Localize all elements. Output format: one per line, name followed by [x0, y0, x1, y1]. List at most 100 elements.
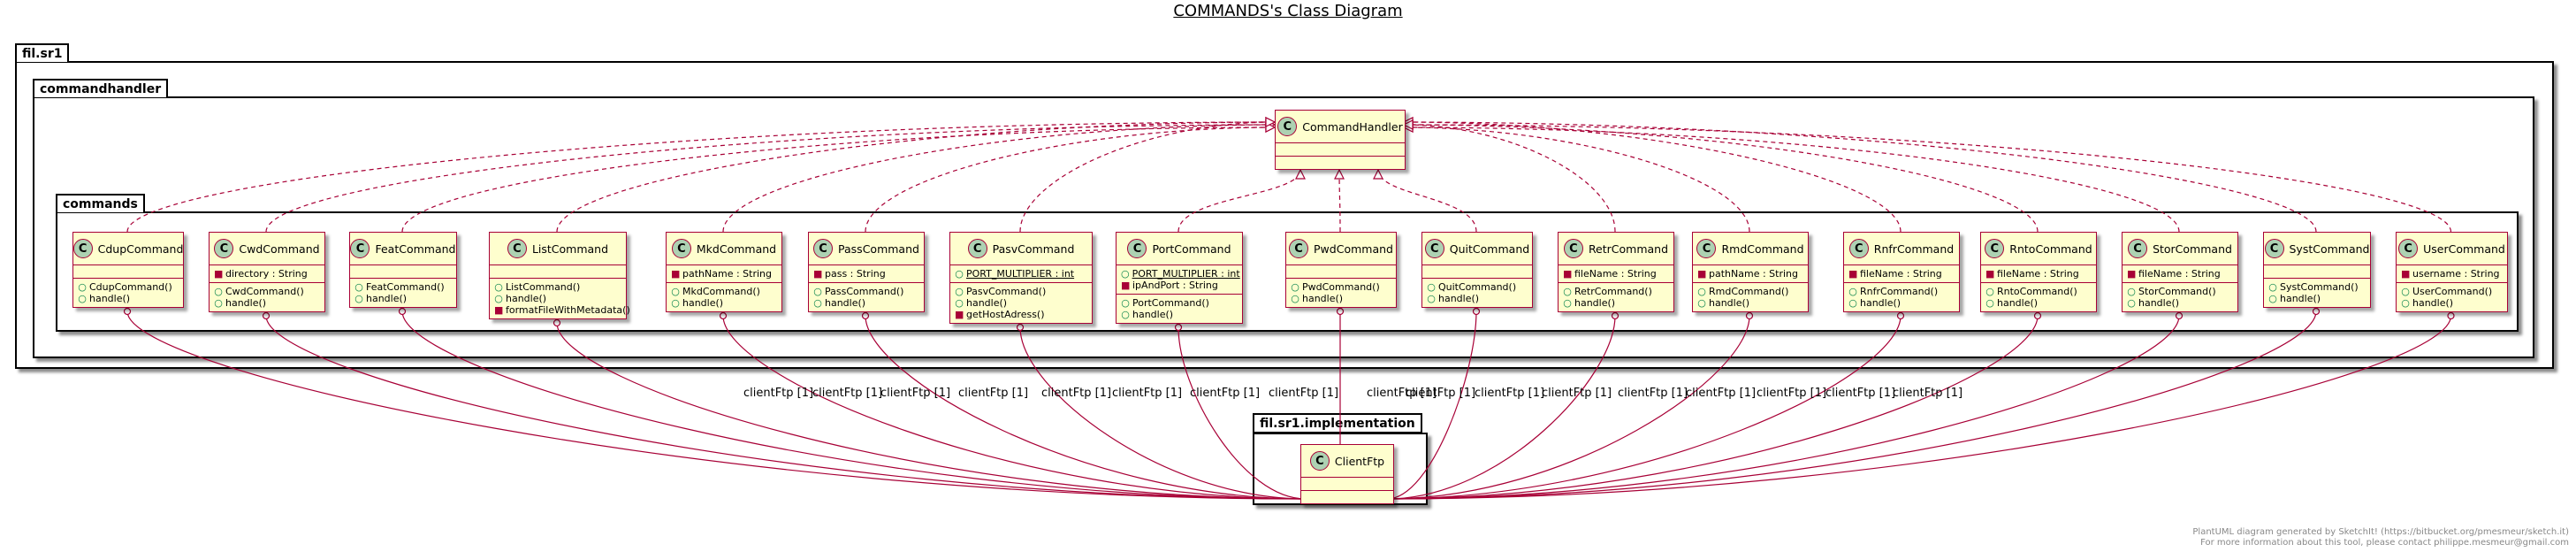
footer-credits: PlantUML diagram generated by SketchIt! … — [2192, 527, 2569, 548]
class-method-text: PasvCommand() — [966, 286, 1047, 297]
association-label: clientFtp [1] — [812, 387, 883, 400]
class-methods: ○RetrCommand()○handle() — [1559, 283, 1673, 311]
class-method: ○FeatCommand() — [354, 281, 452, 293]
realization-edge — [265, 125, 1275, 233]
package-implementation-tab: fil.sr1.implementation — [1253, 413, 1422, 433]
class-method: ○handle() — [494, 293, 621, 304]
class-badge-icon: C — [671, 239, 691, 258]
public-visibility-icon: ○ — [1563, 286, 1572, 297]
public-visibility-icon: ○ — [1291, 281, 1299, 293]
class-badge-icon: C — [1309, 451, 1330, 471]
class-method-text: handle() — [1709, 297, 1750, 309]
class-badge-icon: C — [507, 239, 527, 258]
class-methods: ○FeatCommand()○handle() — [350, 279, 456, 307]
association-edge — [1177, 326, 1307, 500]
class-name: CommandHandler — [1302, 119, 1403, 134]
public-visibility-icon: ○ — [1848, 297, 1857, 309]
public-visibility-icon: ○ — [78, 281, 87, 293]
association-end-icon — [1016, 323, 1025, 332]
class-fields — [1286, 265, 1396, 279]
class-method: ○RetrCommand() — [1563, 286, 1669, 297]
association-end-icon — [2175, 311, 2184, 320]
class-fields: ■username : String — [2397, 265, 2507, 283]
class-fields: ■fileName : String — [1844, 265, 1959, 283]
class-method-text: handle() — [966, 297, 1008, 309]
class-name: RntoCommand — [2009, 242, 2092, 256]
class-method: ■formatFileWithMetadata() — [494, 304, 630, 316]
class-methods: ○PwdCommand()○handle() — [1286, 279, 1396, 307]
association-end-icon — [861, 311, 870, 320]
class-badge-icon: C — [214, 239, 234, 258]
class-badge-icon: C — [1424, 239, 1444, 258]
private-visibility-icon: ■ — [671, 268, 681, 280]
class-method-text: handle() — [2280, 293, 2321, 304]
class-name: PassCommand — [838, 242, 919, 256]
class-method: ○UserCommand() — [2401, 286, 2503, 297]
class-method-text: handle() — [1860, 297, 1902, 309]
class-method: ■getHostAdress() — [955, 309, 1087, 320]
association-label: clientFtp [1] — [1406, 387, 1476, 400]
class-methods: ○CwdCommand()○handle() — [210, 283, 324, 311]
association-end-icon — [2033, 311, 2042, 320]
class-badge-icon: C — [1985, 239, 2005, 258]
diagram-title: COMMANDS's Class Diagram — [1173, 2, 1403, 20]
class-method-text: handle() — [506, 293, 547, 304]
realization-edge — [865, 127, 1275, 233]
public-visibility-icon: ○ — [1985, 297, 1994, 309]
class-method-text: RmdCommand() — [1709, 286, 1789, 297]
class-fields: ■pathName : String — [1693, 265, 1808, 283]
realization-edge — [1404, 125, 2039, 233]
public-visibility-icon: ○ — [2127, 297, 2136, 309]
class-method: ○handle() — [1121, 309, 1238, 320]
class-method: ○StorCommand() — [2127, 286, 2233, 297]
realization-edge — [1404, 125, 2452, 233]
class-fields: ■directory : String — [210, 265, 324, 283]
class-field-text: directory : String — [225, 268, 308, 280]
class-method-text: formatFileWithMetadata() — [506, 304, 630, 316]
class-method: ○CdupCommand() — [78, 281, 179, 293]
class-method-text: handle() — [1132, 309, 1174, 320]
class-method-text: handle() — [225, 297, 267, 309]
association-edge — [1019, 326, 1307, 500]
package-commands-tab: commands — [56, 194, 145, 213]
class-method-text: MkdCommand() — [682, 286, 760, 297]
class-fields — [73, 265, 183, 279]
class-method-text: ListCommand() — [506, 281, 581, 293]
association-label: clientFtp [1] — [1825, 387, 1896, 400]
association-label: clientFtp [1] — [1112, 387, 1183, 400]
association-edge — [401, 310, 1307, 500]
public-visibility-icon: ○ — [494, 293, 503, 304]
class-method-text: CwdCommand() — [225, 286, 304, 297]
class-name: MkdCommand — [696, 242, 777, 256]
class-methods: ○RmdCommand()○handle() — [1693, 283, 1808, 311]
class-fields — [1276, 143, 1405, 157]
private-visibility-icon: ■ — [813, 268, 823, 280]
public-visibility-icon: ○ — [1563, 297, 1572, 309]
class-method: ○handle() — [2268, 293, 2366, 304]
class-field-text: pass : String — [825, 268, 886, 280]
private-visibility-icon: ■ — [1985, 268, 1995, 280]
class-method-text: SystCommand() — [2280, 281, 2359, 293]
class-fields: ○PORT_MULTIPLIER : int■ipAndPort : Strin… — [1117, 265, 1242, 295]
class-badge-icon: C — [2264, 239, 2284, 258]
